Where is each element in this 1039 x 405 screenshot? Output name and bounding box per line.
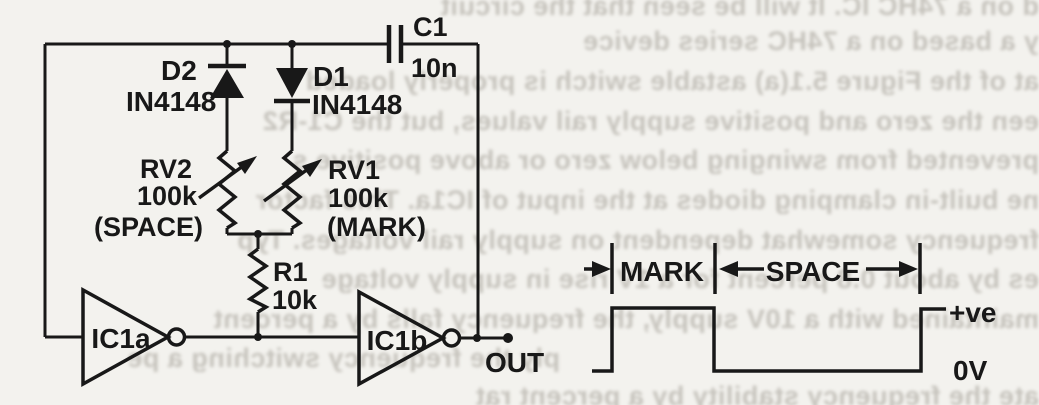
ic1a-label: IC1a (91, 323, 151, 354)
space-right-arrow (866, 261, 918, 277)
inverter-ic1a: IC1a (81, 287, 187, 387)
resistor-r1: R1 10k (246, 247, 318, 315)
r1-value-label: 10k (272, 285, 318, 315)
d2-ref-label: D2 (161, 55, 197, 86)
space-label: SPACE (766, 256, 860, 287)
capacitor-c1: C1 10n (386, 12, 458, 83)
diode-d1: D1 IN4148 (274, 61, 402, 120)
rv1-ref-label: RV1 (328, 155, 380, 185)
rv1-role-label: (MARK) (327, 212, 426, 242)
potentiometer-rv2: RV2 100k (SPACE) (94, 149, 257, 242)
potentiometer-rv1: RV1 100k (MARK) (262, 149, 426, 242)
d1-part-label: IN4148 (312, 89, 402, 120)
diode-d2: D2 IN4148 (126, 55, 246, 117)
out-terminal-dot (503, 333, 513, 343)
mark-arrow (584, 261, 611, 277)
waveform-diagram: MARK SPACE +ve 0V (584, 243, 997, 386)
square-wave-trace (592, 306, 946, 373)
rv2-ref-label: RV2 (140, 154, 192, 184)
r1-ref-label: R1 (273, 257, 308, 287)
high-level-label: +ve (949, 297, 997, 328)
inverter-ic1b: IC1b (357, 289, 462, 387)
junction-dots (223, 40, 513, 343)
low-level-label: 0V (953, 355, 988, 386)
space-left-arrow (719, 261, 764, 277)
mark-label: MARK (620, 256, 704, 287)
d2-part-label: IN4148 (126, 86, 216, 117)
c1-ref-label: C1 (413, 12, 448, 42)
ic1b-label: IC1b (367, 325, 428, 356)
d1-ref-label: D1 (313, 61, 349, 92)
rv2-role-label: (SPACE) (94, 212, 203, 242)
rv1-value-label: 100k (328, 183, 389, 213)
out-label: OUT (485, 347, 544, 378)
rv2-value-label: 100k (137, 181, 198, 211)
c1-value-label: 10n (411, 53, 458, 83)
